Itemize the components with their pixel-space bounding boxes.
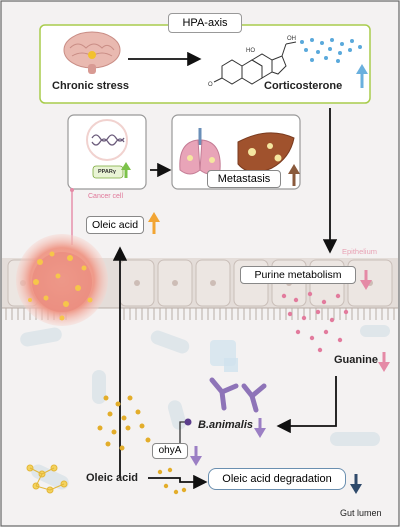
oleic-acid-molecule-icon xyxy=(26,464,68,494)
purine-metabolism-label: Purine metabolism xyxy=(240,266,356,284)
purine-metabolism-text: Purine metabolism xyxy=(254,269,342,281)
b-animalis-label: B.animalis xyxy=(198,419,254,431)
structure-oh-text: OH xyxy=(287,36,296,42)
oleic-acid-cancer-text: Oleic acid xyxy=(91,219,139,231)
metastasis-label-text: Metastasis xyxy=(217,173,271,185)
corticosterone-label: Corticosterone xyxy=(264,80,343,92)
tumor-mass-icon xyxy=(16,234,108,326)
structure-o-text: O xyxy=(208,82,213,88)
ohya-gene-label: ohyA xyxy=(152,443,188,459)
ohya-link-line xyxy=(179,421,186,452)
structure-ho-text: HO xyxy=(246,48,255,54)
hpa-axis-title-text: HPA-axis xyxy=(182,17,228,29)
ohya-gene-text: ohyA xyxy=(158,445,182,456)
liver-icon xyxy=(237,132,295,173)
oleic-acid-degradation-text: Oleic acid degradation xyxy=(222,473,332,485)
lung-icon xyxy=(179,128,221,175)
oleic-acid-cancer-label: Oleic acid xyxy=(86,216,144,234)
guanine-dots xyxy=(281,291,349,353)
corticosterone-dots xyxy=(300,38,362,63)
metastasis-label: Metastasis xyxy=(207,170,281,188)
cancer-cell-label: Cancer cell xyxy=(88,193,124,200)
epithelium-label: Epithelium xyxy=(342,247,378,256)
bacteria-cluster-icon xyxy=(209,377,267,413)
oleic-acid-degradation-box: Oleic acid degradation xyxy=(208,468,346,490)
ppar-gamma-label: PPARγ xyxy=(98,169,116,175)
chronic-stress-label: Chronic stress xyxy=(52,80,130,92)
guanine-to-bacteria-arrow xyxy=(276,376,337,434)
corticosterone-structure-icon xyxy=(213,41,297,85)
oleic-acid-dots xyxy=(97,395,151,451)
lumen-oleic-acid-label: Oleic acid xyxy=(86,472,138,484)
oleic-to-degradation-arrow xyxy=(148,474,208,490)
guanine-label: Guanine xyxy=(334,354,379,366)
hpa-axis-title: HPA-axis xyxy=(168,13,242,33)
brain-icon xyxy=(63,31,121,74)
gut-lumen-label: Gut lumen xyxy=(340,508,382,518)
dna-icon xyxy=(91,134,125,142)
